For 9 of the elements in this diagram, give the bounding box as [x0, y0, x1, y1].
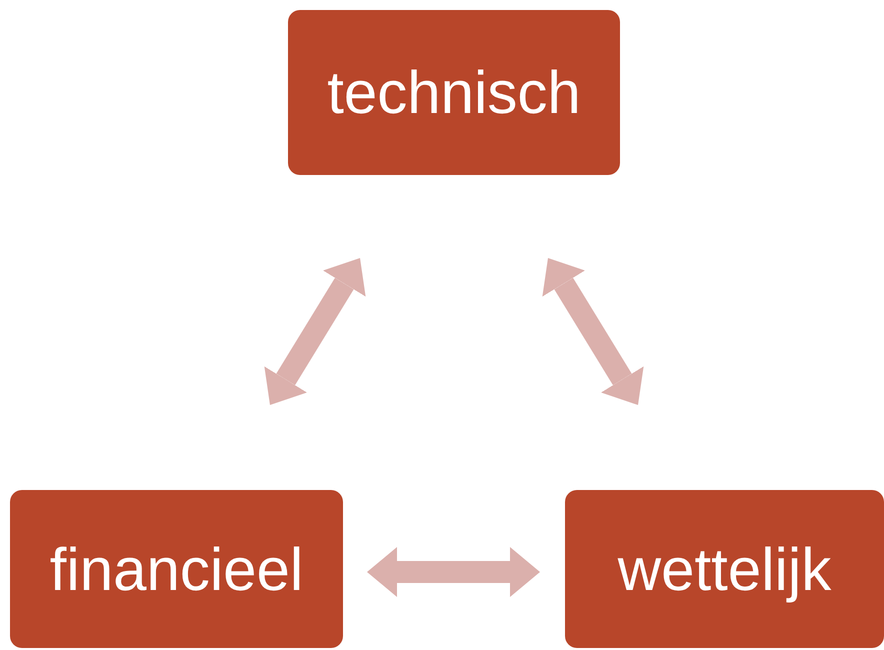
process-box — [10, 490, 343, 648]
box-label: financieel — [50, 534, 304, 604]
double-arrow — [367, 547, 540, 597]
double-arrow — [542, 258, 644, 405]
process-box — [565, 490, 884, 648]
box-label: technisch — [327, 58, 581, 127]
process-box — [288, 10, 620, 175]
double-arrow — [264, 258, 366, 405]
box-label: wettelijk — [618, 534, 832, 604]
